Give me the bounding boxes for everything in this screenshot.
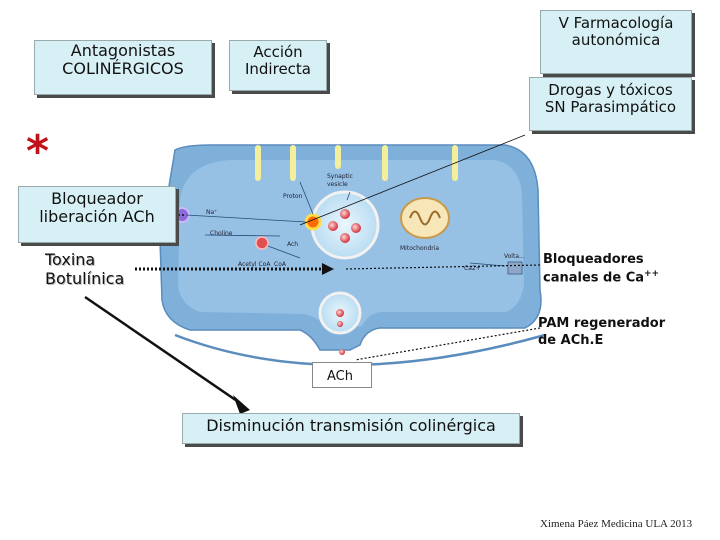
indirect-line-2: Indirecta [244,59,311,78]
fig-label-synaptic-2: vesicle [327,181,348,188]
fig-label-ach-small: Ach [287,241,298,248]
credit-text: Ximena Páez Medicina ULA 2013 [540,518,693,530]
fig-label-proton: Proton [283,193,303,200]
fig-label-acetyl-coa: Acetyl CoA [238,261,271,268]
drugs-box: Drogas y tóxicos SN Parasimpático [529,77,692,131]
pam-dotted-line [354,327,541,361]
pam-line-1: PAM regenerador [538,316,666,331]
release-blocker-line-1: Bloqueador [51,189,143,208]
pam-line-2: de ACh.E [538,332,604,348]
ca-blocker-dotted-arrow [344,264,541,270]
drugs-line-2: SN Parasimpático [544,97,677,116]
fig-label-synaptic-1: Synaptic [327,173,353,180]
antagonists-box: Antagonistas COLINÉRGICOS [34,40,212,95]
acetyltransferase-icon [255,236,269,250]
antagonists-line-2: COLINÉRGICOS [62,58,184,78]
title-box: V Farmacología autonómica [540,10,692,74]
ca-blockers-label: Bloqueadores canales de Ca++ [543,252,659,287]
fig-label-mitochondria: Mitochondria [400,245,439,252]
fig-label-na: Na⁺ [206,209,217,216]
drugs-line-1: Drogas y tóxicos [548,81,673,99]
mitochondria [400,197,450,239]
asterisk-mark: * [26,126,50,177]
indirect-action-box: Acción Indirecta [229,40,327,91]
calcium-channel-icon [507,261,523,275]
vesicle-ach-dots [328,209,361,243]
ca-blockers-line-1: Bloqueadores [543,252,644,267]
ca-blockers-line-2: canales de Ca [543,270,645,286]
pointer-line [299,134,526,226]
indirect-line-1: Acción [253,43,303,61]
title-line-1: V Farmacología [558,14,674,32]
toxin-result-arrow [84,295,241,405]
synaptic-vesicle [310,190,380,260]
ach-label: ACh [312,362,372,388]
pam-label: PAM regenerador de ACh.E [538,316,665,350]
release-blocker-box: Bloqueador liberación ACh [18,186,176,243]
title-line-2: autonómica [571,30,661,49]
toxin-line-1: Toxina [45,250,96,269]
fig-label-choline: Choline [210,230,233,237]
toxin-label: Toxina Botulínica [45,250,124,288]
toxin-line-2: Botulínica [45,269,125,289]
release-blocker-line-2: liberación ACh [39,206,155,226]
fig-label-coa: CoA [274,261,287,268]
antagonists-line-1: Antagonistas [70,41,176,60]
ca-superscript: ++ [644,268,660,279]
fig-label-voltage: Volta... [504,253,525,260]
decrease-transmission-box: Disminución transmisión colinérgica [182,413,520,444]
fig-label-ca2: Ca2+ [464,265,481,272]
